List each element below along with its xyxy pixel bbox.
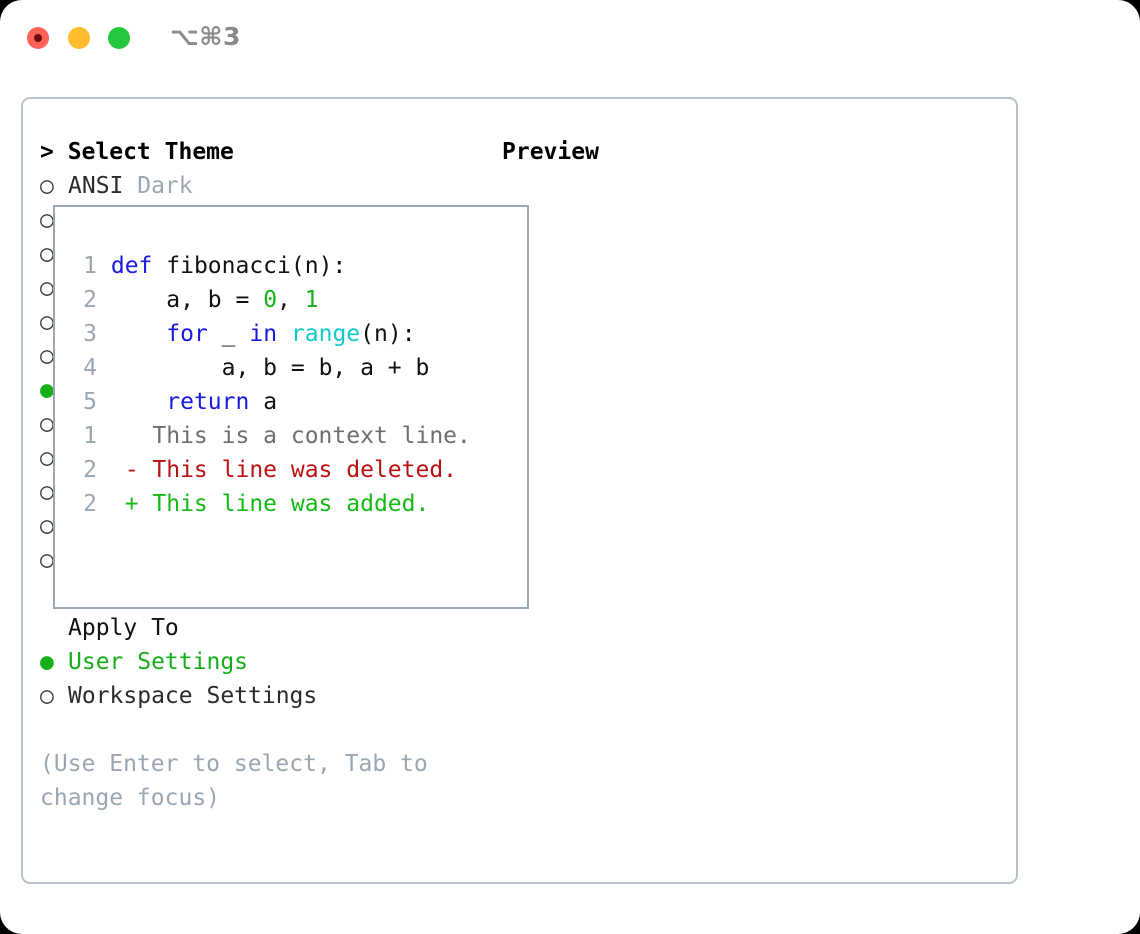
code-token-fn: range <box>290 321 361 347</box>
apply-to-label: User Settings <box>68 649 249 675</box>
close-icon <box>34 34 42 42</box>
diff-text-context: This is a context line. <box>97 423 471 449</box>
apply-to-list: ● User Settings ○ Workspace Settings <box>40 645 480 713</box>
apply-to-section: Apply To ● User Settings ○ Workspace Settin… <box>40 611 480 713</box>
radio-empty-icon: ○ <box>40 173 54 199</box>
code-token-plain: a, b = <box>110 287 264 313</box>
radio-empty-icon: ○ <box>40 513 54 539</box>
theme-variant: Dark <box>123 173 193 199</box>
code-line: 5 return a <box>71 385 429 419</box>
code-line: 2 a, b = 0, 1 <box>71 283 429 317</box>
line-number: 3 <box>83 321 97 347</box>
main-panel: > Select Theme ○ANSI Dark○Atom One Dark○… <box>21 97 1018 884</box>
code-token-plain <box>111 321 166 347</box>
radio-empty-icon: ○ <box>40 479 54 505</box>
code-token-plain: (n): <box>360 321 416 347</box>
preview-heading: Preview <box>502 139 599 165</box>
radio-empty-icon: ○ <box>40 343 54 369</box>
radio-empty-icon: ○ <box>40 683 54 709</box>
diff-sample: 1 This is a context line.2 - This line w… <box>71 419 471 521</box>
radio-empty-icon: ○ <box>40 411 54 437</box>
title-bar: ⌥⌘3 <box>0 0 1140 76</box>
radio-empty-icon: ○ <box>40 207 54 233</box>
diff-text-del: - This line was deleted. <box>97 457 458 483</box>
line-number: 1 <box>83 253 97 279</box>
line-number: 2 <box>83 457 97 483</box>
theme-name: ANSI <box>68 173 124 199</box>
select-theme-heading: > Select Theme <box>40 139 234 165</box>
code-token-plain: _ <box>207 321 250 347</box>
code-line: 4 a, b = b, a + b <box>71 351 429 385</box>
code-token-plain: fibonacci(n): <box>166 253 347 279</box>
code-token-kw: def <box>110 253 167 279</box>
code-line: 3 for _ in range(n): <box>71 317 429 351</box>
maximize-window-button[interactable] <box>108 27 130 49</box>
code-token-plain: a, b = b, a + b <box>110 355 430 381</box>
gutter-spacer <box>97 389 111 415</box>
apply-to-item[interactable]: ○ Workspace Settings <box>40 679 480 713</box>
radio-empty-icon: ○ <box>40 445 54 471</box>
gutter-spacer <box>97 287 111 313</box>
line-number: 4 <box>83 355 97 381</box>
gutter-spacer <box>97 321 111 347</box>
code-token-num: 1 <box>304 287 319 313</box>
line-number: 2 <box>83 491 97 517</box>
code-token-kw: return <box>166 389 250 415</box>
code-token-plain <box>277 321 291 347</box>
minimize-window-button[interactable] <box>68 27 90 49</box>
code-token-num: 0 <box>263 287 278 313</box>
diff-line: 2 + This line was added. <box>71 487 471 521</box>
diff-line: 2 - This line was deleted. <box>71 453 471 487</box>
gutter-spacer <box>97 355 111 381</box>
code-token-plain: , <box>277 287 305 313</box>
code-token-kw: in <box>249 321 278 347</box>
diff-line: 1 This is a context line. <box>71 419 471 453</box>
code-token-plain: a <box>249 389 278 415</box>
gutter-spacer <box>97 253 111 279</box>
apply-to-heading: Apply To <box>68 615 179 641</box>
radio-selected-icon: ● <box>40 649 54 675</box>
code-token-plain <box>111 389 166 415</box>
radio-empty-icon: ○ <box>40 547 54 573</box>
diff-text-add: + This line was added. <box>97 491 430 517</box>
keyboard-shortcut-label: ⌥⌘3 <box>170 22 241 51</box>
theme-list-item[interactable]: ○ ANSI Dark <box>40 169 480 203</box>
line-number: 2 <box>83 287 97 313</box>
preview-column: Preview <box>502 135 599 169</box>
apply-to-label: Workspace Settings <box>68 683 318 709</box>
radio-empty-icon: ○ <box>40 275 54 301</box>
line-number: 1 <box>83 423 97 449</box>
apply-to-item[interactable]: ● User Settings <box>40 645 480 679</box>
radio-empty-icon: ○ <box>40 241 54 267</box>
keyboard-hint-text: (Use Enter to select, Tab to change focu… <box>40 751 428 811</box>
radio-selected-icon: ● <box>40 377 54 403</box>
radio-empty-icon: ○ <box>40 309 54 335</box>
code-line: 1 def fibonacci(n): <box>71 249 429 283</box>
code-token-kw: for <box>166 321 208 347</box>
line-number: 5 <box>83 389 97 415</box>
